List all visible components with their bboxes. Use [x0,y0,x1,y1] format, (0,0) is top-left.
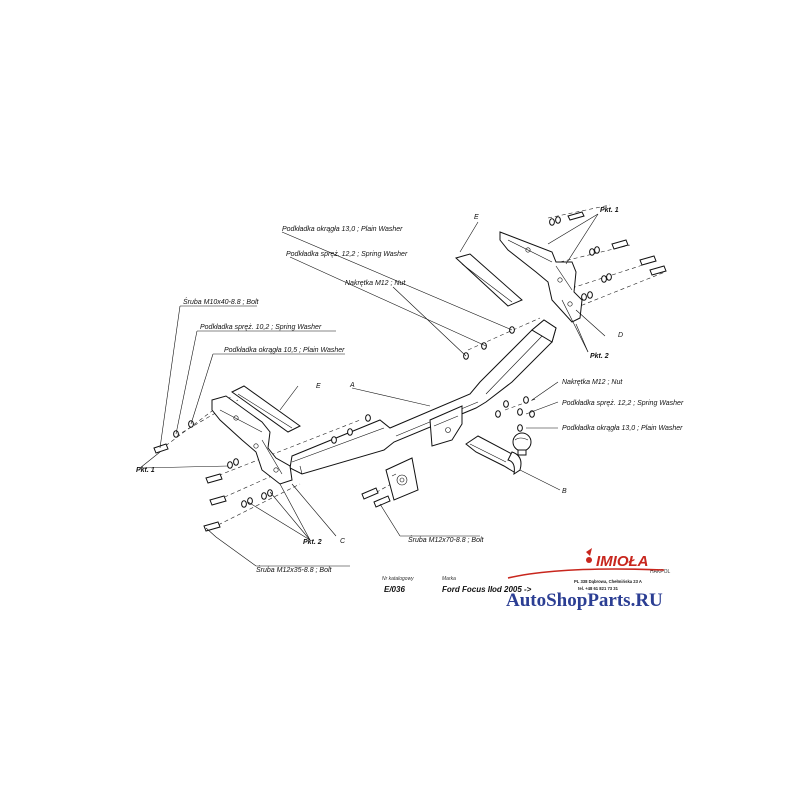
title-block: Nr katalogowy E/036 Marka Ford Focus II … [382,576,532,594]
top-right-bolts [549,211,667,301]
left-plate-e [231,385,301,433]
point-pkt1-top: Pkt. 1 [600,207,619,214]
crossbar-a [289,319,557,475]
right-plate-e [455,253,523,307]
letter-b: B [562,488,567,495]
label-bolt-m12x35: Śruba M12x35-8.8 ; Bolt [256,565,333,574]
brand-mark-icon [586,548,592,556]
letter-e-top: E [474,214,479,221]
catalog-label: Nr katalogowy [382,576,414,582]
brand-address-line2: tel. +48 61 821 73 31 [578,586,619,591]
year-value: od 2005 -> [492,585,532,594]
label-spring-washer-10: Podkładka spręż. 10,2 ; Spring Washer [200,324,322,331]
label-nut-m12-right: Nakrętka M12 ; Nut [562,379,623,386]
make-value: Ford Focus II [442,585,493,594]
catalog-value: E/036 [384,585,405,594]
letter-a: A [349,382,355,389]
letter-d: D [618,332,623,339]
make-label: Marka [442,576,456,582]
letter-e-left: E [316,383,321,390]
point-pkt2-right: Pkt. 2 [590,353,609,360]
left-side-bracket [211,395,293,485]
right-side-bracket [499,231,583,323]
brand-swoosh-icon [507,568,665,579]
hitch-hanger [429,405,463,447]
left-bolts [153,414,371,532]
point-markers: Pkt. 1 Pkt. 2 Pkt. 1 Pkt. 2 [136,207,619,546]
label-plain-washer-13-top: Podkładka okrągła 13,0 ; Plain Washer [282,226,403,233]
leader-lines [139,213,606,567]
label-nut-m12-top: Nakrętka M12 ; Nut [345,280,406,287]
brand-address-line1: PL 338 Dąbrowa, Chełmińska 23 A [574,579,642,584]
tow-ball-b [465,432,532,476]
label-bolt-m10: Śruba M10x40-8.8 ; Bolt [183,297,260,306]
socket-plate [385,457,419,501]
letter-c: C [340,538,346,545]
label-plain-washer-10: Podkładka okrągła 10,5 ; Plain Washer [224,347,345,354]
label-spring-washer-12-top: Podkładka spręż. 12,2 ; Spring Washer [286,251,408,258]
brand-dot-icon [586,557,592,563]
brand-logo: IMIOŁA HAKPOL PL 338 Dąbrowa, Chełmińska… [507,548,671,591]
brand-name: IMIOŁA [596,553,649,570]
point-pkt2-left: Pkt. 2 [303,539,322,546]
callout-labels: Podkładka okrągła 13,0 ; Plain Washer Po… [183,226,684,574]
label-plain-washer-13-right: Podkładka okrągła 13,0 ; Plain Washer [562,425,683,432]
brand-sub: HAKPOL [650,569,671,575]
point-pkt1-left: Pkt. 1 [136,467,155,474]
watermark-text: AutoShopParts.RU [506,590,663,611]
label-spring-washer-12-right: Podkładka spręż. 12,2 ; Spring Washer [562,400,684,407]
watermark: AutoShopParts.RU [506,590,663,611]
part-letters: E E A B C D [316,214,623,545]
center-fasteners [361,326,535,508]
label-bolt-m12x70: Śruba M12x70-8.8 ; Bolt [408,535,485,544]
